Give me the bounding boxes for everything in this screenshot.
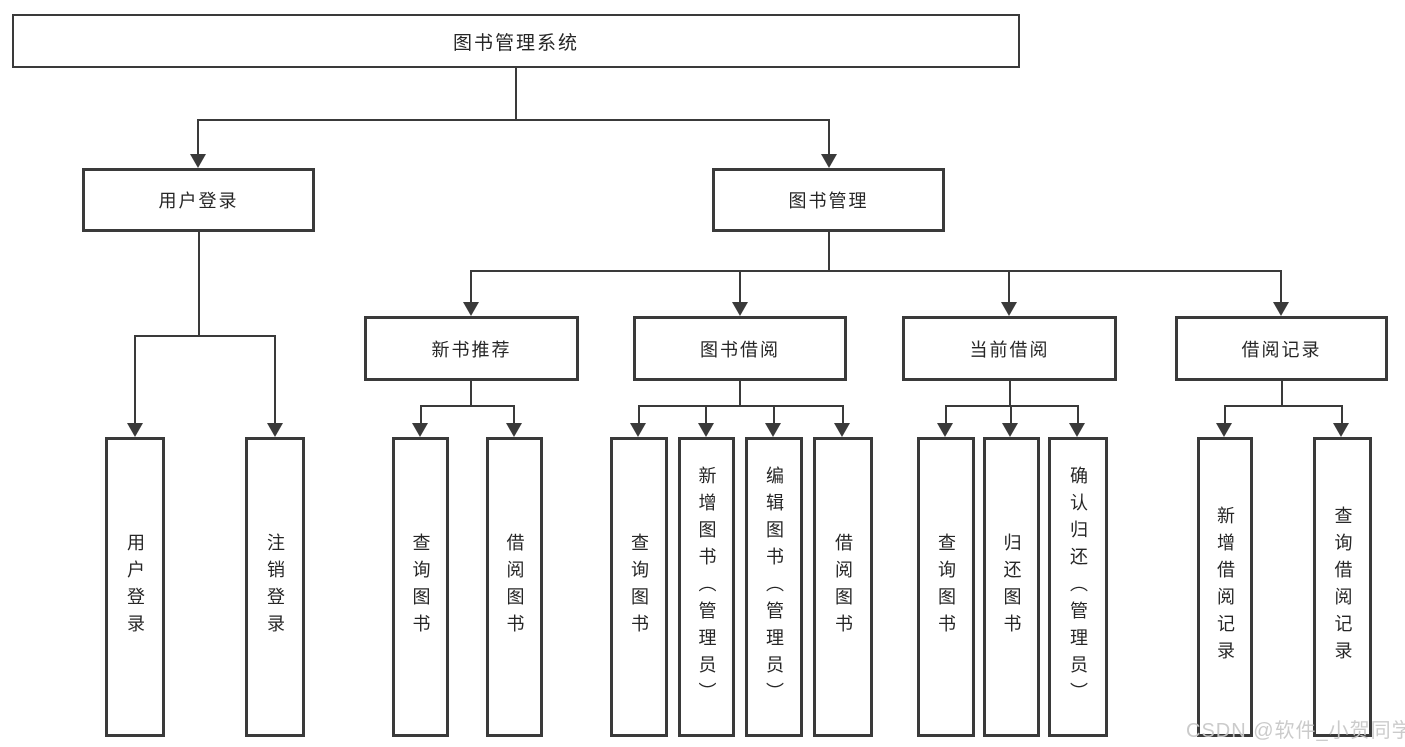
arrowhead-br-query-icon [1333,423,1349,437]
arrowhead-leaf-logout-icon [267,423,283,437]
edge-to-book-borrowing [739,270,741,304]
arrowhead-user-login-icon [190,154,206,168]
edge-root-hbar [197,119,830,121]
edge-borrowing-records-hbar [1224,405,1342,407]
node-leaf-cb-confirm-return: 确认归还（管理员） [1048,437,1108,737]
edge-book-borrowing-stem [739,381,741,407]
node-leaf-br-query-record: 查询借阅记录 [1313,437,1372,737]
node-leaf-cb-return-books-label: 归还图书 [1001,533,1022,641]
arrowhead-cb-return-icon [1002,423,1018,437]
edge-new-book-recommend-hbar [420,405,515,407]
node-root-label: 图书管理系统 [452,32,579,54]
node-book-management: 图书管理 [712,168,945,232]
node-leaf-bb-add-books-label: 新增图书（管理员） [696,465,717,709]
node-book-borrowing-label: 图书借阅 [700,339,780,360]
edge-to-user-login [197,119,199,156]
edge-to-bb-query [638,405,640,425]
node-leaf-logout: 注销登录 [245,437,305,737]
node-current-borrowing: 当前借阅 [902,316,1117,381]
arrowhead-book-borrowing-icon [732,302,748,316]
edge-to-bb-add [705,405,707,425]
arrowhead-cb-confirm-icon [1069,423,1085,437]
edge-to-nb-query [420,405,422,425]
csdn-watermark: CSDN @软件_小贺同学 [1186,720,1405,742]
node-book-borrowing: 图书借阅 [633,316,847,381]
arrowhead-current-borrowing-icon [1001,302,1017,316]
node-leaf-user-login-label: 用户登录 [125,533,145,641]
edge-to-br-query [1341,405,1343,425]
node-new-book-recommend: 新书推荐 [364,316,579,381]
node-leaf-bb-borrow-books: 借阅图书 [813,437,873,737]
node-leaf-bb-edit-books-label: 编辑图书（管理员） [764,465,784,709]
node-new-book-recommend-label: 新书推荐 [431,339,512,360]
edge-book-borrowing-hbar [638,405,843,407]
node-leaf-cb-confirm-return-label: 确认归还（管理员） [1068,465,1088,709]
edge-to-leaf-logout [274,335,276,425]
edge-to-cb-confirm [1077,405,1079,425]
arrowhead-nb-borrow-icon [506,423,522,437]
node-leaf-br-add-record-label: 新增借阅记录 [1215,506,1235,668]
arrowhead-bb-borrow-icon [834,423,850,437]
arrowhead-book-management-icon [821,154,837,168]
edge-book-management-stem [828,232,830,272]
edge-user-login-stem [198,232,200,337]
edge-user-login-hbar [134,335,276,337]
node-root: 图书管理系统 [12,14,1020,68]
edge-to-book-management [828,119,830,156]
node-leaf-bb-query-books-label: 查询图书 [629,533,649,641]
node-leaf-nb-query-books-label: 查询图书 [410,533,431,641]
edge-level3-hbar [470,270,1281,272]
edge-root-stem [515,68,517,120]
edge-to-cb-query [945,405,947,425]
edge-to-new-book-recommend [470,270,472,304]
edge-to-bb-edit [773,405,775,425]
node-leaf-bb-edit-books: 编辑图书（管理员） [745,437,803,737]
node-user-login-label: 用户登录 [158,191,239,211]
node-borrowing-records-label: 借阅记录 [1241,339,1322,360]
node-leaf-nb-borrow-books-label: 借阅图书 [504,533,525,641]
node-leaf-cb-query-books-label: 查询图书 [936,533,956,641]
node-leaf-br-query-record-label: 查询借阅记录 [1332,506,1353,668]
arrowhead-bb-edit-icon [765,423,781,437]
edge-to-br-add [1224,405,1226,425]
node-borrowing-records: 借阅记录 [1175,316,1388,381]
edge-new-book-recommend-stem [470,381,472,407]
edge-to-bb-borrow [842,405,844,425]
node-leaf-cb-return-books: 归还图书 [983,437,1040,737]
node-leaf-nb-borrow-books: 借阅图书 [486,437,543,737]
edge-current-borrowing-stem [1009,381,1011,407]
node-leaf-nb-query-books: 查询图书 [392,437,449,737]
arrowhead-new-book-recommend-icon [463,302,479,316]
node-leaf-logout-label: 注销登录 [265,533,285,641]
edge-to-borrowing-records [1280,270,1282,304]
node-leaf-bb-borrow-books-label: 借阅图书 [833,533,853,641]
arrowhead-br-add-icon [1216,423,1232,437]
node-book-management-label: 图书管理 [788,191,869,211]
arrowhead-bb-add-icon [698,423,714,437]
arrowhead-nb-query-icon [412,423,428,437]
node-current-borrowing-label: 当前借阅 [969,339,1050,360]
arrowhead-bb-query-icon [630,423,646,437]
edge-to-nb-borrow [513,405,515,425]
arrowhead-leaf-user-login-icon [127,423,143,437]
node-leaf-user-login: 用户登录 [105,437,165,737]
node-leaf-bb-query-books: 查询图书 [610,437,668,737]
edge-to-cb-return [1010,405,1012,425]
node-leaf-bb-add-books: 新增图书（管理员） [678,437,735,737]
arrowhead-cb-query-icon [937,423,953,437]
node-leaf-cb-query-books: 查询图书 [917,437,975,737]
arrowhead-borrowing-records-icon [1273,302,1289,316]
node-leaf-br-add-record: 新增借阅记录 [1197,437,1253,737]
edge-to-leaf-user-login [134,335,136,425]
edge-to-current-borrowing [1008,270,1010,304]
edge-borrowing-records-stem [1281,381,1283,407]
node-user-login: 用户登录 [82,168,315,232]
